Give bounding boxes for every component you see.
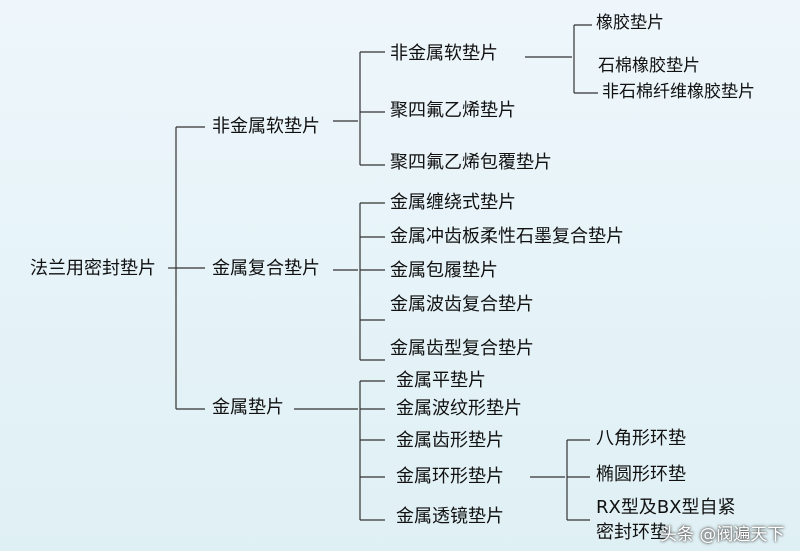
node-ptfe-wrapped-gasket: 聚四氟乙烯包覆垫片 <box>390 152 552 173</box>
node-rubber-gasket: 橡胶垫片 <box>596 13 664 33</box>
node-nonmetal-soft-sub: 非金属软垫片 <box>390 43 498 64</box>
node-octagonal-ring: 八角形环垫 <box>596 428 686 449</box>
node-oval-ring: 椭圆形环垫 <box>596 464 686 485</box>
node-corrugated-metal-gasket: 金属波纹形垫片 <box>396 398 522 419</box>
node-serrated-composite-gasket: 金属齿型复合垫片 <box>390 338 534 359</box>
node-spiral-wound-gasket: 金属缠绕式垫片 <box>390 192 516 213</box>
node-metal-gasket: 金属垫片 <box>212 397 284 418</box>
node-seal-ring-gasket: 密封环垫 <box>596 522 668 543</box>
node-nonmetal-soft-gasket: 非金属软垫片 <box>212 116 320 137</box>
node-metal-composite-gasket: 金属复合垫片 <box>212 258 320 279</box>
node-metal-jacketed-gasket: 金属包履垫片 <box>390 260 498 281</box>
node-ring-joint-gasket: 金属环形垫片 <box>396 466 504 487</box>
node-lens-gasket: 金属透镜垫片 <box>396 506 504 527</box>
node-non-asbestos-fiber-rubber-gasket: 非石棉纤维橡胶垫片 <box>602 82 755 102</box>
node-serrated-metal-gasket: 金属齿形垫片 <box>396 430 504 451</box>
node-ptfe-gasket: 聚四氟乙烯垫片 <box>390 100 516 121</box>
node-asbestos-rubber-gasket: 石棉橡胶垫片 <box>598 56 700 76</box>
node-flat-metal-gasket: 金属平垫片 <box>396 370 486 391</box>
root-node: 法兰用密封垫片 <box>30 258 156 279</box>
node-corrugated-composite-gasket: 金属波齿复合垫片 <box>390 294 534 315</box>
node-punched-graphite-composite-gasket: 金属冲齿板柔性石墨复合垫片 <box>390 226 624 247</box>
node-rx-bx-self-seal: RX型及BX型自紧 <box>596 497 736 518</box>
watermark: 头条 @阀遍天下 <box>660 525 785 545</box>
